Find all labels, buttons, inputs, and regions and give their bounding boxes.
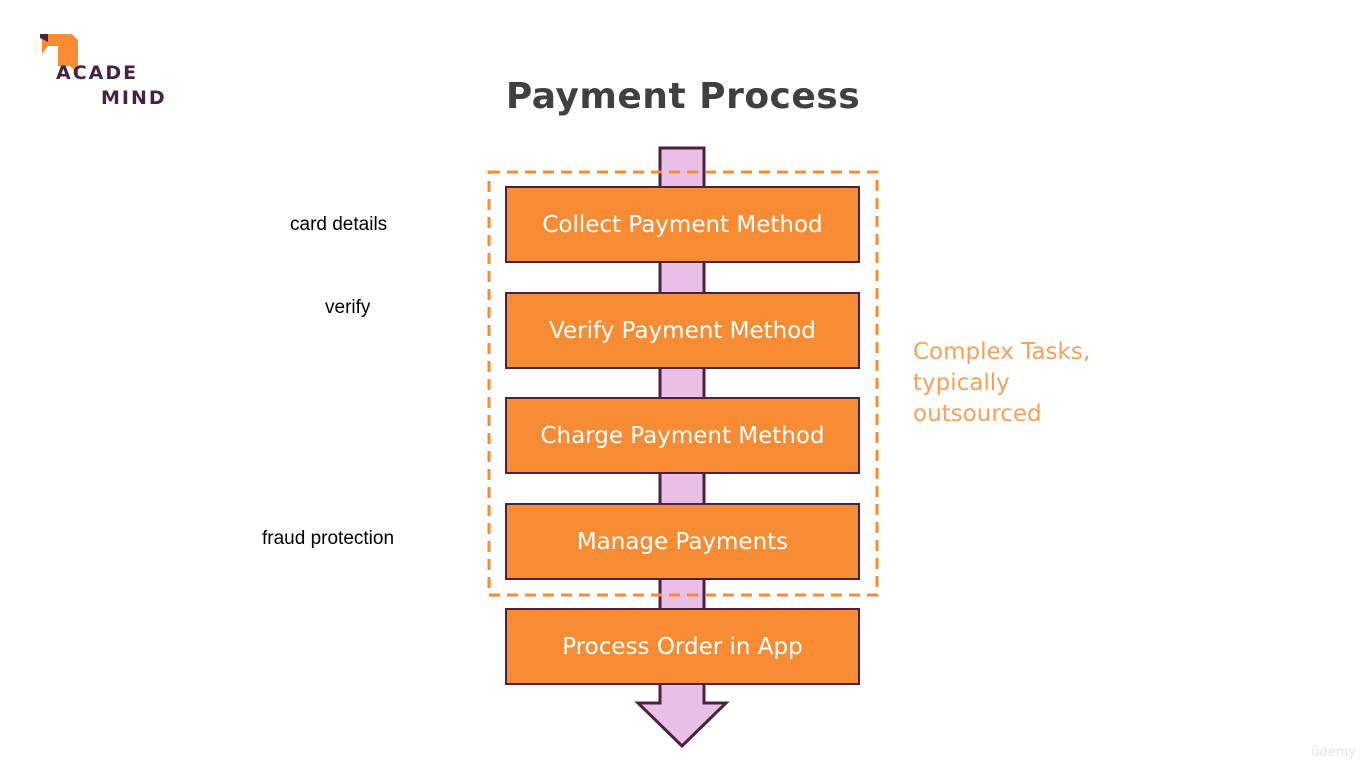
logo-text-line2: MIND [101, 87, 167, 109]
outsourced-note-line2: typically [913, 370, 1010, 396]
outsourced-note-line3: outsourced [913, 401, 1042, 427]
step-manage-payments: Manage Payments [505, 503, 860, 580]
step-verify-payment-method: Verify Payment Method [505, 292, 860, 369]
outsourced-note: Complex Tasks, typically outsourced [913, 337, 1153, 430]
note-fraud-protection: fraud protection [262, 528, 395, 549]
note-card-details: card details [290, 214, 388, 235]
logo-text-line1: ACADE [56, 62, 139, 84]
step-charge-payment-method: Charge Payment Method [505, 397, 860, 474]
academind-logo: ACADE MIND [36, 32, 176, 112]
udemy-watermark: ûdemy [1311, 745, 1356, 760]
bookmark-icon [40, 34, 78, 74]
step-process-order-in-app: Process Order in App [505, 608, 860, 685]
slide-title: Payment Process [505, 76, 861, 117]
note-verify: verify [325, 297, 371, 318]
step-collect-payment-method: Collect Payment Method [505, 186, 860, 263]
outsourced-note-line1: Complex Tasks, [913, 339, 1091, 365]
outsourced-dashed-frame [487, 170, 879, 597]
